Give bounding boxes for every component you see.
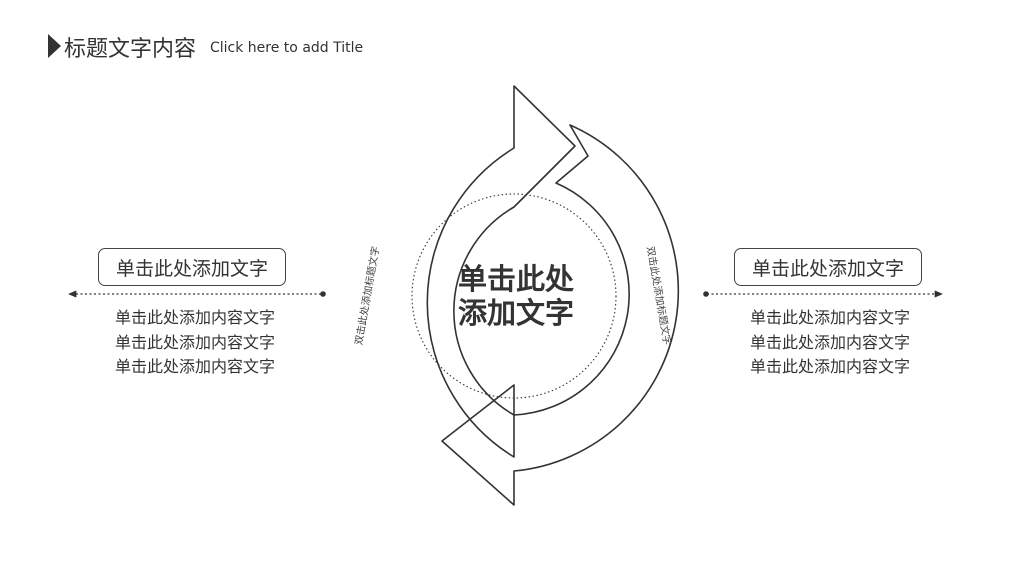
page-title: 标题文字内容 (64, 37, 197, 62)
right-connector-arrowhead (934, 290, 943, 298)
title-marker-icon (48, 34, 61, 58)
page-subtitle: Click here to add Title (210, 40, 364, 56)
left-content: 单击此处添加内容文字 单击此处添加内容文字 单击此处添加内容文字 (85, 306, 305, 380)
left-label-box[interactable]: 单击此处添加文字 (98, 248, 286, 286)
right-label-box[interactable]: 单击此处添加文字 (734, 248, 922, 286)
right-connector-dot (703, 291, 709, 297)
left-cycle-arrow (426, 85, 576, 458)
center-text: 单击此处 添加文字 (436, 262, 596, 330)
right-content-line: 单击此处添加内容文字 (749, 332, 910, 352)
right-content: 单击此处添加内容文字 单击此处添加内容文字 单击此处添加内容文字 (720, 306, 940, 380)
right-content-line: 单击此处添加内容文字 (749, 357, 910, 376)
left-content-line: 单击此处添加内容文字 (114, 357, 275, 376)
left-connector-dot (320, 291, 326, 297)
right-content-line: 单击此处添加内容文字 (749, 308, 910, 327)
left-connector-arrowhead (68, 290, 77, 298)
right-cycle-arrow (441, 124, 680, 506)
center-text-line-1: 单击此处 (457, 262, 574, 296)
center-text-line-2: 添加文字 (457, 296, 574, 330)
left-content-line: 单击此处添加内容文字 (114, 308, 275, 327)
left-content-line: 单击此处添加内容文字 (114, 332, 275, 352)
inner-dotted-circle (411, 193, 617, 399)
